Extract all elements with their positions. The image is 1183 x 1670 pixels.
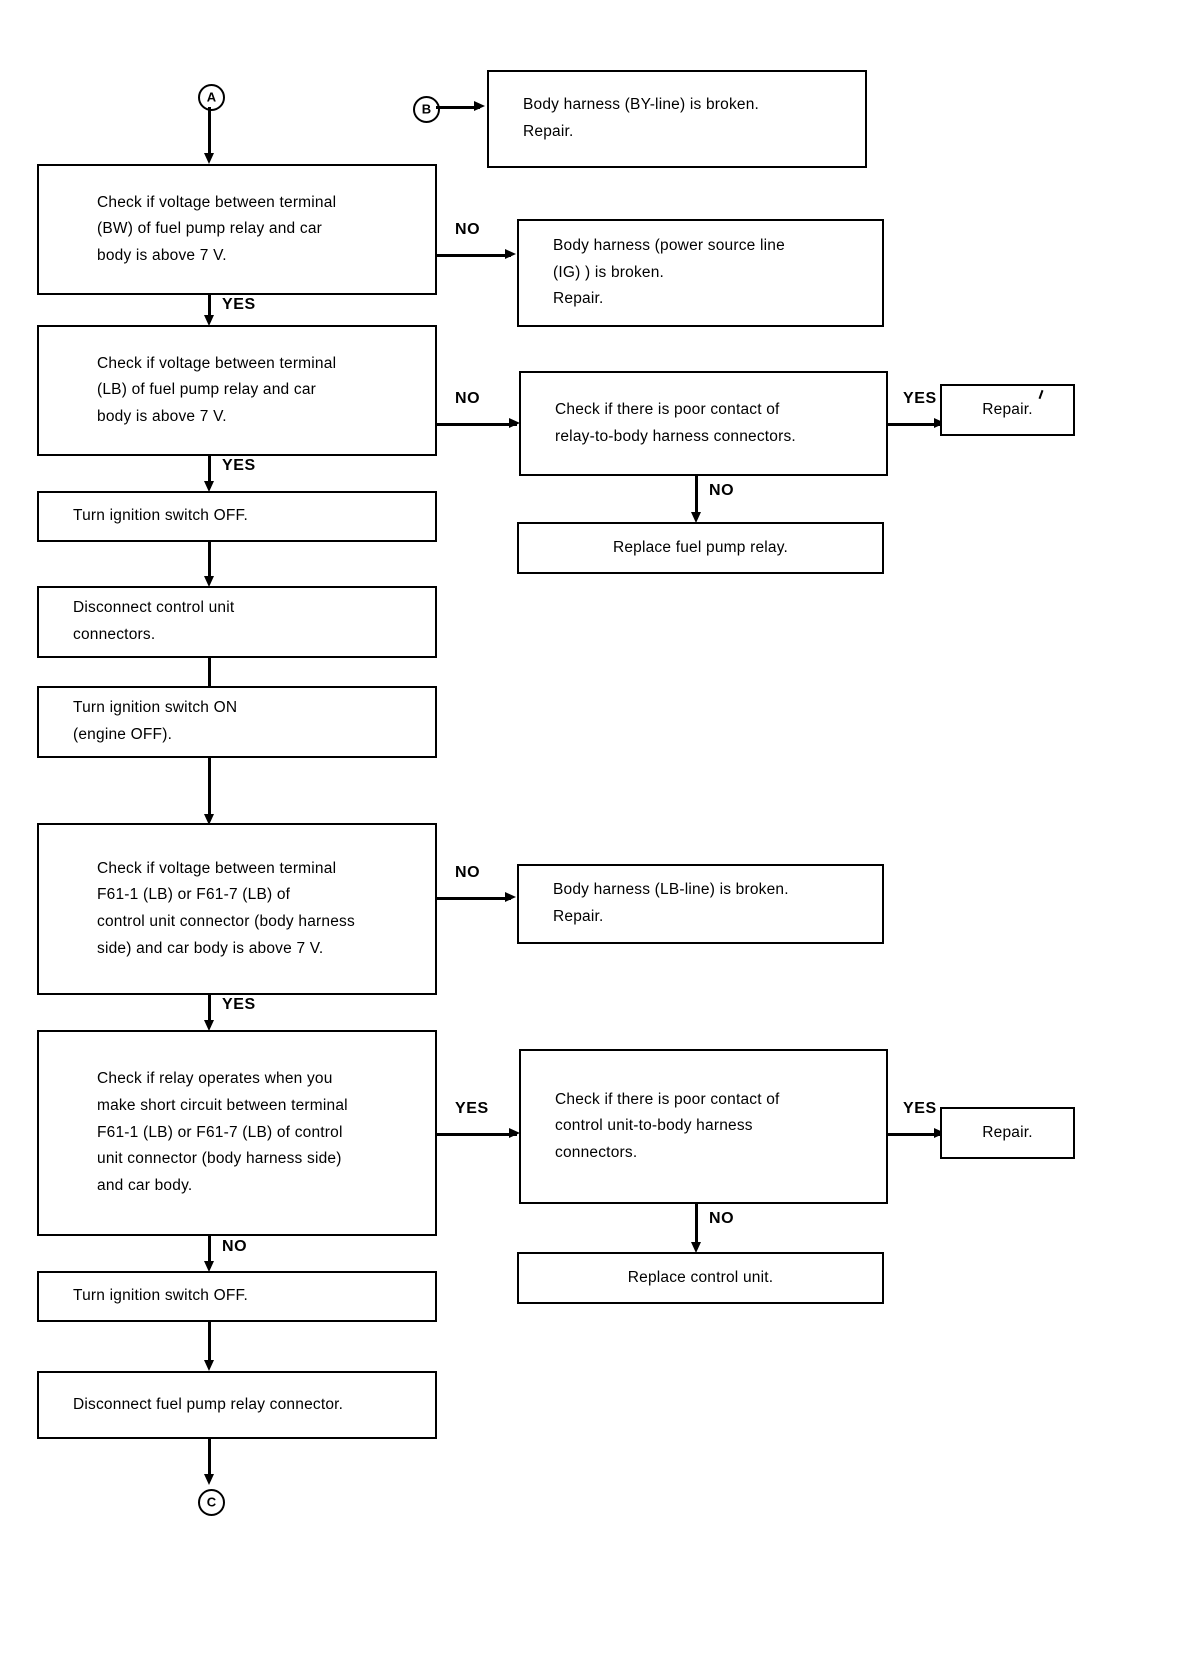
node-replace-fuel-pump-relay: Replace fuel pump relay. <box>517 522 884 574</box>
node-check-lb-voltage: Check if voltage between terminal (LB) o… <box>37 325 437 456</box>
node-replace-control-unit: Replace control unit. <box>517 1252 884 1304</box>
node-check-relay-contact: Check if there is poor contact of relay-… <box>519 371 888 476</box>
edge-check-bw-no <box>437 254 511 257</box>
node-repair-2: Repair. <box>940 1107 1075 1159</box>
edge-cu-contact-no <box>695 1204 698 1249</box>
node-disconnect-relay-connector-text: Disconnect fuel pump relay connector. <box>73 1395 344 1413</box>
node-check-bw-voltage-text: Check if voltage between terminal (BW) o… <box>97 193 337 264</box>
node-replace-fuel-pump-relay-text: Replace fuel pump relay. <box>612 538 789 556</box>
node-ignition-off-2: Turn ignition switch OFF. <box>37 1271 437 1322</box>
node-check-bw-voltage: Check if voltage between terminal (BW) o… <box>37 164 437 295</box>
edge-cu-contact-yes <box>888 1133 940 1136</box>
node-disconnect-relay-connector: Disconnect fuel pump relay connector. <box>37 1371 437 1439</box>
node-disconnect-control-unit: Disconnect control unit connectors. <box>37 586 437 658</box>
arrowhead-check-bw-no <box>505 248 516 259</box>
edge-ignition-off-1-to-disconnect-cu <box>208 542 211 582</box>
connector-circle-a: A <box>198 84 225 111</box>
node-check-relay-short-text: Check if relay operates when you make sh… <box>97 1070 348 1194</box>
node-body-harness-by: Body harness (BY-line) is broken. Repair… <box>487 70 867 168</box>
edge-check-f61-no <box>437 897 511 900</box>
edge-relay-contact-yes <box>888 423 940 426</box>
branch-label-check-bw-yes: YES <box>222 296 256 313</box>
connector-c-label: C <box>206 1494 217 1510</box>
node-check-relay-short: Check if relay operates when you make sh… <box>37 1030 437 1236</box>
node-body-harness-lb: Body harness (LB-line) is broken. Repair… <box>517 864 884 944</box>
connector-b-label: B <box>421 101 432 117</box>
node-check-cu-contact: Check if there is poor contact of contro… <box>519 1049 888 1204</box>
branch-label-check-lb-no: NO <box>455 390 481 407</box>
edge-check-f61-yes <box>208 995 211 1027</box>
node-body-harness-ig-text: Body harness (power source line (IG) ) i… <box>553 237 785 308</box>
node-repair-1-text: Repair. <box>982 400 1033 418</box>
node-check-f61-voltage: Check if voltage between terminal F61-1 … <box>37 823 437 995</box>
arrowhead-cu-contact-yes <box>934 1127 945 1138</box>
node-check-lb-voltage-text: Check if voltage between terminal (LB) o… <box>97 354 337 425</box>
edge-relay-contact-no <box>695 476 698 519</box>
node-check-f61-voltage-text: Check if voltage between terminal F61-1 … <box>97 859 355 957</box>
connector-circle-c: C <box>198 1489 225 1516</box>
node-ignition-off-1: Turn ignition switch OFF. <box>37 491 437 542</box>
edge-ignition-off-2-to-disconnect-relay <box>208 1322 211 1366</box>
edge-disconnect-relay-to-c <box>208 1439 211 1481</box>
node-body-harness-by-text: Body harness (BY-line) is broken. Repair… <box>523 96 760 140</box>
connector-a-label: A <box>206 89 217 105</box>
arrowhead-check-f61-no <box>505 891 516 902</box>
arrowhead-disconnect-relay-to-c <box>203 1474 214 1485</box>
arrowhead-relay-contact-no <box>690 512 701 523</box>
arrowhead-ignition-on-to-check-f61 <box>203 814 214 825</box>
branch-label-check-relay-short-no: NO <box>222 1238 248 1255</box>
node-repair-2-text: Repair. <box>982 1123 1033 1141</box>
edge-a-to-check-bw <box>208 107 211 155</box>
arrowhead-check-relay-short-no <box>203 1261 214 1272</box>
branch-label-check-bw-no: NO <box>455 221 481 238</box>
node-ignition-on-text: Turn ignition switch ON (engine OFF). <box>73 699 238 743</box>
branch-label-relay-contact-yes: YES <box>903 390 937 407</box>
node-repair-1: Repair. <box>940 384 1075 436</box>
branch-label-check-lb-yes: YES <box>222 457 256 474</box>
branch-label-check-f61-yes: YES <box>222 996 256 1013</box>
arrowhead-check-f61-yes <box>203 1020 214 1031</box>
branch-label-cu-contact-yes: YES <box>903 1100 937 1117</box>
arrowhead-check-lb-no <box>509 417 520 428</box>
arrowhead-ignition-off-1-to-disconnect-cu <box>203 576 214 587</box>
arrowhead-check-lb-yes <box>203 481 214 492</box>
arrowhead-b-to-body-harness-by <box>474 100 485 111</box>
edge-b-to-body-harness-by <box>436 106 480 109</box>
node-replace-control-unit-text: Replace control unit. <box>627 1268 774 1286</box>
edge-check-bw-yes <box>208 295 211 322</box>
connector-circle-b: B <box>413 96 440 123</box>
edge-check-lb-no <box>437 423 517 426</box>
arrowhead-relay-contact-yes <box>934 417 945 428</box>
edge-check-relay-short-no <box>208 1236 211 1268</box>
arrowhead-ignition-off-2-to-disconnect-relay <box>203 1360 214 1371</box>
branch-label-relay-contact-no: NO <box>709 482 735 499</box>
node-ignition-on: Turn ignition switch ON (engine OFF). <box>37 686 437 758</box>
edge-ignition-on-to-check-f61 <box>208 758 211 821</box>
edge-check-relay-short-yes <box>437 1133 517 1136</box>
edge-disconnect-cu-to-ignition-on <box>208 658 211 698</box>
arrowhead-cu-contact-no <box>690 1242 701 1253</box>
branch-label-check-f61-no: NO <box>455 864 481 881</box>
node-body-harness-ig: Body harness (power source line (IG) ) i… <box>517 219 884 327</box>
branch-label-cu-contact-no: NO <box>709 1210 735 1227</box>
edge-check-lb-yes <box>208 456 211 488</box>
node-disconnect-control-unit-text: Disconnect control unit connectors. <box>73 599 235 643</box>
branch-label-check-relay-short-yes: YES <box>455 1100 489 1117</box>
arrowhead-check-relay-short-yes <box>509 1127 520 1138</box>
arrowhead-a-to-check-bw <box>203 153 214 164</box>
node-body-harness-lb-text: Body harness (LB-line) is broken. Repair… <box>553 881 789 925</box>
node-check-relay-contact-text: Check if there is poor contact of relay-… <box>555 400 796 445</box>
node-ignition-off-2-text: Turn ignition switch OFF. <box>73 1287 248 1305</box>
node-check-cu-contact-text: Check if there is poor contact of contro… <box>555 1090 780 1161</box>
node-ignition-off-1-text: Turn ignition switch OFF. <box>73 507 248 525</box>
arrowhead-check-bw-yes <box>203 315 214 326</box>
